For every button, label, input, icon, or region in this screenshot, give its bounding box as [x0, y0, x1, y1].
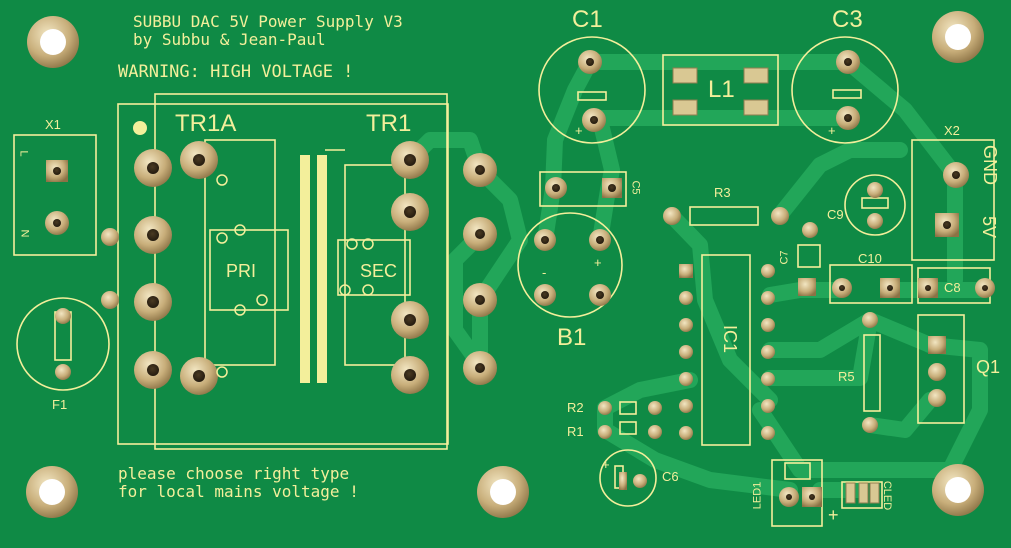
label-c6: C6 [662, 469, 679, 484]
label-tr1: TR1 [366, 110, 412, 137]
transformer-pads [134, 141, 497, 395]
smd-pads [672, 67, 880, 504]
label-led1: LED1 [751, 481, 764, 510]
label-l1: L1 [708, 76, 735, 103]
label-gnd: GND [980, 145, 1000, 185]
label-x2: X2 [944, 123, 960, 138]
label-c3: C3 [832, 6, 863, 33]
warning-text: WARNING: HIGH VOLTAGE ! [118, 62, 354, 82]
footer-line1: please choose right type [118, 464, 350, 483]
label-b1-minus: - [542, 265, 547, 280]
label-c5: C5 [629, 180, 642, 195]
label-5v: 5V [979, 215, 1000, 239]
label-b1-plus: + [594, 255, 602, 270]
label-b1: B1 [557, 324, 587, 351]
label-ic1: IC1 [720, 324, 741, 354]
label-r3: R3 [714, 185, 731, 200]
board-title-line2: by Subbu & Jean-Paul [133, 30, 326, 49]
label-c9: C9 [827, 207, 844, 222]
label-r2: R2 [567, 400, 584, 415]
label-c7: C7 [778, 250, 791, 265]
mounting-holes [26, 11, 984, 518]
label-tr1a: TR1A [175, 110, 237, 137]
label-r5: R5 [838, 369, 855, 384]
label-c8: C8 [944, 280, 961, 295]
label-c10: C10 [858, 251, 882, 266]
label-x1: X1 [45, 117, 61, 132]
label-c6-plus: + [602, 457, 610, 472]
label-led-plus: + [828, 505, 839, 525]
label-r1: R1 [567, 424, 584, 439]
label-sec: SEC [360, 261, 398, 281]
trace-group [402, 54, 993, 498]
component-pads [45, 50, 995, 507]
label-x1-pin-l: L [17, 150, 30, 157]
pin1-dot [133, 121, 147, 135]
transformer-core [300, 155, 327, 383]
label-q1: Q1 [976, 357, 1001, 377]
label-pri: PRI [226, 261, 257, 281]
board-title-line1: SUBBU DAC 5V Power Supply V3 [133, 12, 403, 31]
label-cled: CLED [881, 480, 894, 511]
label-f1: F1 [52, 397, 68, 412]
label-c1: C1 [572, 6, 603, 33]
silkscreen-outlines [13, 36, 995, 527]
label-c3-plus: + [828, 123, 836, 138]
label-x1-pin-n: N [18, 229, 31, 238]
label-c1-plus: + [575, 123, 583, 138]
footer-line2: for local mains voltage ! [118, 482, 359, 501]
